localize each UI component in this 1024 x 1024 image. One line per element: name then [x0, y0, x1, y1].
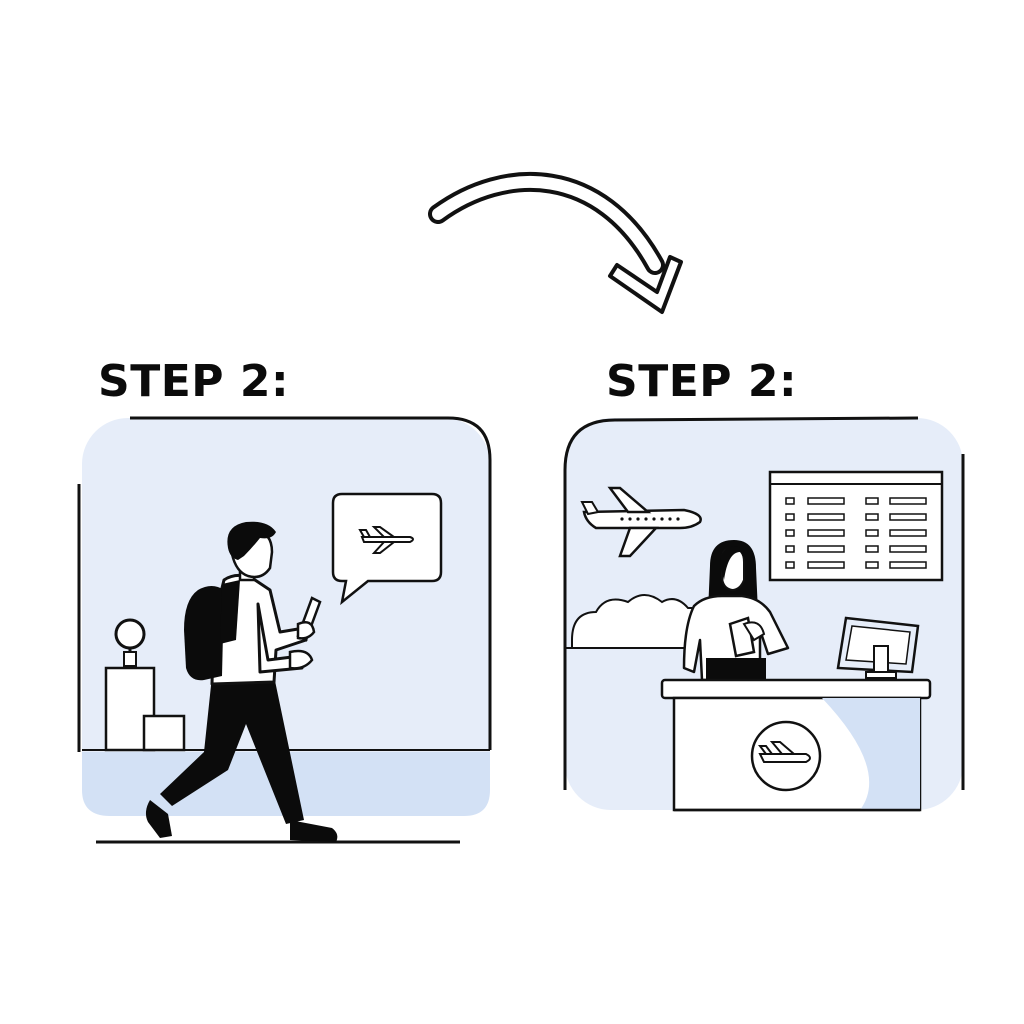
computer-monitor	[836, 616, 920, 679]
step-label-left: STEP 2:	[98, 356, 290, 407]
left-scene-panel	[77, 416, 492, 844]
speech-bubble-airplane-icon	[331, 492, 443, 606]
info-kiosk	[104, 618, 186, 752]
departures-board	[768, 470, 944, 582]
curved-arrow-icon	[428, 172, 683, 314]
check-in-agent-figure	[682, 540, 790, 682]
right-scene-panel	[563, 416, 965, 812]
step-label-right: STEP 2:	[606, 356, 798, 407]
clouds	[565, 594, 701, 649]
airplane-icon	[580, 486, 702, 558]
airplane-logo-icon	[750, 720, 822, 792]
traveler-figure	[145, 521, 338, 842]
